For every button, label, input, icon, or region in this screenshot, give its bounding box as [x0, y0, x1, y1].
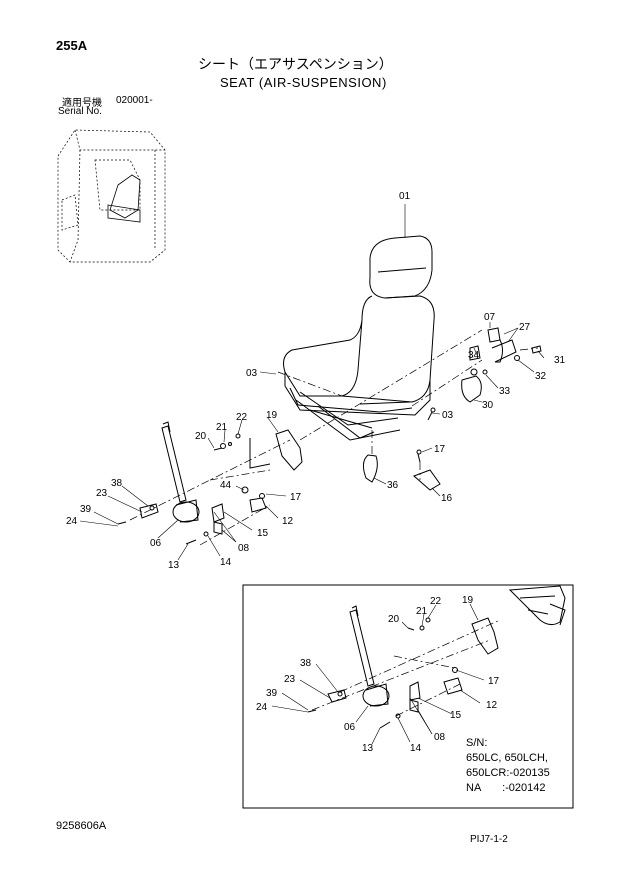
label-part-27: 27 [519, 322, 531, 333]
label-part-08: 08 [238, 543, 250, 554]
seat-assembly [283, 235, 435, 441]
label-part-34: 34 [468, 350, 480, 361]
label-part-22: 22 [236, 412, 248, 423]
inset-label-part-13: 13 [362, 743, 374, 754]
inset-label-part-14: 14 [410, 743, 422, 754]
label-part-38: 38 [111, 478, 123, 489]
label-part-24: 24 [66, 516, 78, 527]
label-part-44: 44 [220, 480, 232, 491]
serial-value: 020001- [116, 95, 153, 106]
seatbelt-main [117, 421, 303, 545]
label-part-17-right: 17 [434, 444, 446, 455]
label-part-20: 20 [195, 431, 207, 442]
serial-note-line-3: 650LCR:-020135 [466, 767, 550, 779]
inset-leader-lines [271, 603, 485, 745]
assembly-lines [129, 329, 539, 546]
serial-label-english: Serial No. [58, 106, 102, 117]
label-part-21: 21 [216, 422, 228, 433]
clamp-and-bracket [362, 407, 441, 491]
label-part-01: 01 [399, 191, 411, 202]
inset-label-part-08: 08 [434, 732, 446, 743]
bracket-group-right [461, 327, 542, 403]
seatbelt-inset [307, 605, 499, 729]
serial-note-line-1: S/N: [466, 737, 488, 749]
page-reference: PIJ7-1-2 [470, 834, 508, 845]
label-part-23: 23 [96, 488, 108, 499]
label-part-19: 19 [266, 410, 278, 421]
inset-label-part-21: 21 [416, 606, 428, 617]
drawing-number: 9258606A [56, 820, 107, 832]
inset-assembly-lines [311, 619, 501, 717]
cab-thumbnail [57, 129, 166, 263]
label-part-33: 33 [499, 386, 511, 397]
title-japanese: シート（エアサスペンション） [198, 57, 393, 73]
inset-label-part-23: 23 [284, 674, 296, 685]
inset-label-part-20: 20 [388, 614, 400, 625]
label-part-07: 07 [484, 312, 496, 323]
inset-label-part-06: 06 [344, 722, 356, 733]
inset-label-part-15: 15 [450, 710, 462, 721]
label-part-13: 13 [168, 560, 180, 571]
label-part-30: 30 [482, 400, 494, 411]
inset-seat-corner [508, 585, 566, 626]
page-id: 255A [56, 38, 88, 53]
inset-label-part-12: 12 [486, 700, 498, 711]
label-part-16: 16 [441, 493, 453, 504]
label-part-39: 39 [80, 504, 92, 515]
serial-label-japanese: 適用号機 [62, 98, 102, 109]
inset-label-part-38: 38 [300, 658, 312, 669]
serial-note: S/N: 650LC, 650LCH, 650LCR:-020135 NA :-… [466, 736, 550, 796]
inset-label-part-22: 22 [430, 596, 442, 607]
label-part-32: 32 [535, 371, 547, 382]
label-part-14: 14 [220, 557, 232, 568]
inset-label-part-19: 19 [462, 595, 474, 606]
label-part-06: 06 [150, 538, 162, 549]
label-part-03-left: 03 [246, 368, 258, 379]
cab-thumbnail-seat [107, 174, 141, 223]
label-part-36: 36 [387, 480, 399, 491]
label-part-03-right: 03 [442, 410, 454, 421]
inset-label-part-24: 24 [256, 702, 268, 713]
label-part-17-left: 17 [290, 492, 302, 503]
label-part-12: 12 [282, 516, 294, 527]
serial-note-line-2: 650LC, 650LCH, [466, 752, 548, 764]
leader-lines [79, 204, 545, 561]
label-part-15: 15 [257, 528, 269, 539]
inset-frame [242, 584, 574, 809]
label-part-31: 31 [554, 355, 566, 366]
inset-label-part-39: 39 [266, 688, 278, 699]
title-english: SEAT (AIR-SUSPENSION) [220, 75, 387, 90]
inset-label-part-17: 17 [488, 676, 500, 687]
serial-note-line-4: NA :-020142 [466, 782, 546, 794]
